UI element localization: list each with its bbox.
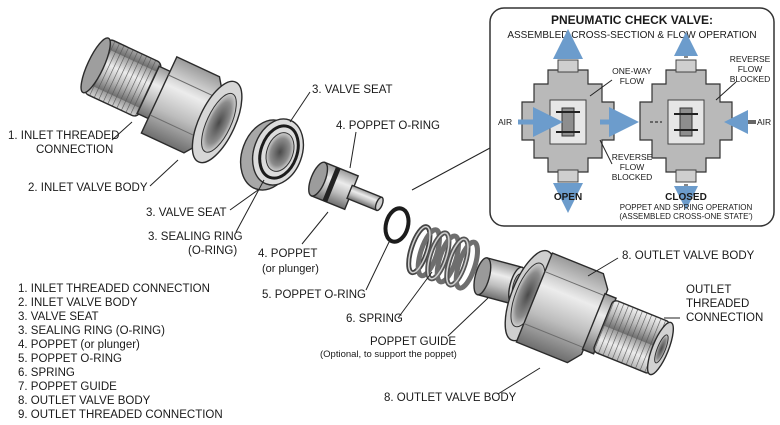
parts-list-item: 6. SPRING [18, 367, 75, 379]
inset-reverse-mid-1: REVERSE [612, 152, 653, 162]
inset-reverse-mid-3: BLOCKED [612, 172, 653, 182]
callout-outlet-threaded-2: THREADED [686, 298, 749, 310]
inset-reverse-mid-2: FLOW [620, 162, 645, 172]
callout-spring: 6. SPRING [346, 313, 403, 325]
parts-list-item: 5. POPPET O-RING [18, 353, 122, 365]
callout-labels: 1. INLET THREADED CONNECTION 2. INLET VA… [8, 84, 763, 404]
callout-inlet-threaded-2: CONNECTION [36, 144, 113, 156]
spring [406, 224, 480, 291]
parts-list-item: 3. VALVE SEAT [18, 311, 99, 323]
inlet-thread-end [80, 37, 111, 94]
callout-poppet-guide-note: (Optional, to support the poppet) [320, 349, 457, 360]
parts-list-item: 2. INLET VALVE BODY [18, 297, 138, 309]
callout-poppet-oring-top: 4. POPPET O-RING [336, 120, 440, 132]
parts-list-item: 8. OUTLET VALVE BODY [18, 395, 151, 407]
inset-footer-1: POPPET AND SPRING OPERATION [620, 203, 753, 212]
valve-seat-oring [258, 124, 300, 180]
leader-lines [111, 91, 680, 395]
outlet-valve-body [504, 249, 675, 376]
callout-poppet-2: (or plunger) [262, 263, 319, 275]
callout-poppet-guide: POPPET GUIDE [370, 336, 456, 348]
inlet-valve-body [80, 37, 243, 164]
inset-title: PNEUMATIC CHECK VALVE: [551, 13, 713, 27]
parts-list: 1. INLET THREADED CONNECTION 2. INLET VA… [18, 283, 223, 421]
valve-seat [239, 118, 305, 191]
callout-outlet-valve-body-bottom: 8. OUTLET VALVE BODY [384, 392, 517, 404]
callout-poppet-oring-bottom: 5. POPPET O-RING [262, 289, 366, 301]
inset-one-way-1: ONE-WAY [612, 66, 652, 76]
parts-list-item: 7. POPPET GUIDE [18, 381, 117, 393]
inset-one-way-2: FLOW [620, 76, 645, 86]
inset-closed-label: CLOSED [665, 192, 707, 203]
parts-list-item: 3. SEALING RING (O-RING) [18, 325, 165, 337]
inset-closed-section [639, 32, 756, 210]
inset-open-section [518, 29, 639, 213]
callout-valve-seat-top: 3. VALVE SEAT [312, 84, 393, 96]
callout-poppet-1: 4. POPPET [258, 248, 317, 260]
callout-outlet-threaded-3: CONNECTION [686, 312, 763, 324]
poppet [308, 161, 384, 212]
callout-inlet-threaded-1: 1. INLET THREADED [8, 130, 119, 142]
callout-inlet-valve-body: 2. INLET VALVE BODY [28, 182, 148, 194]
callout-sealing-ring-1: 3. SEALING RING [148, 231, 243, 243]
inset-footer-2: (ASSEMBLED CROSS-ONE STATE') [619, 212, 753, 221]
inset-panel: PNEUMATIC CHECK VALVE: ASSEMBLED CROSS-S… [489, 7, 775, 227]
inset-reverse-top-3: BLOCKED [730, 74, 771, 84]
callout-valve-seat-left: 3. VALVE SEAT [146, 207, 227, 219]
inset-air-right: AIR [757, 117, 771, 127]
poppet-groove-oring [322, 166, 341, 203]
callout-outlet-valve-body-top: 8. OUTLET VALVE BODY [622, 250, 755, 262]
parts-list-item: 9. OUTLET THREADED CONNECTION [18, 409, 223, 421]
poppet-oring [383, 206, 411, 244]
outlet-hex [515, 252, 609, 364]
inset-air-left: AIR [498, 117, 512, 127]
inset-reverse-top-1: REVERSE [730, 54, 771, 64]
inset-subtitle: ASSEMBLED CROSS-SECTION & FLOW OPERATION [507, 30, 756, 41]
parts-list-item: 1. INLET THREADED CONNECTION [18, 283, 210, 295]
inset-reverse-top-2: FLOW [738, 64, 763, 74]
parts-list-item: 4. POPPET (or plunger) [18, 339, 140, 351]
callout-sealing-ring-2: (O-RING) [188, 245, 237, 257]
inset-open-label: OPEN [554, 192, 582, 203]
callout-outlet-threaded-1: OUTLET [686, 284, 731, 296]
